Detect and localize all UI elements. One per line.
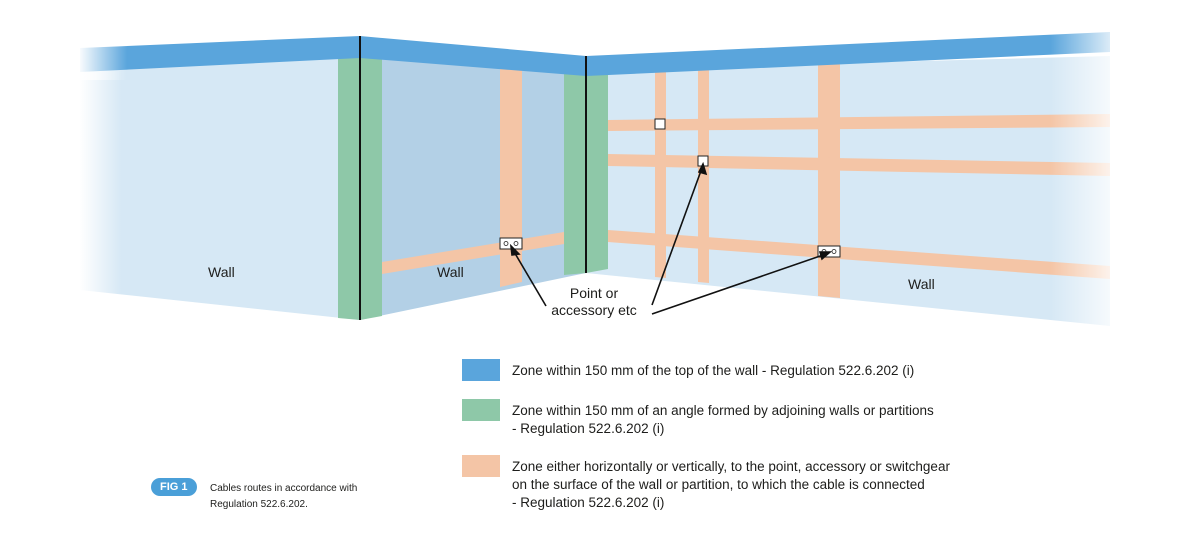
callout-leaders [509,161,833,315]
callout-line-1: Point or [569,285,619,301]
corner-zone-left-b [360,52,382,320]
wall-label-left: Wall [208,264,235,280]
route-zone-vertical-middle [500,64,522,287]
left-wall-fade [80,40,200,300]
figure-caption: Cables routes in accordance with Regulat… [210,483,358,510]
legend-text-corner-zone: Zone within 150 mm of an angle formed by… [512,403,934,436]
legend-text-route-zone: Zone either horizontally or vertically, … [512,459,950,510]
corner-zone-right-a [564,68,586,275]
corner-zone-right-b [586,70,608,273]
route-zone-vertical-right-1 [655,68,666,278]
middle-wall [360,52,586,320]
corner-zone-left-a [338,52,360,320]
legend-text-top-zone: Zone within 150 mm of the top of the wal… [512,363,915,378]
callout-label: Point or accessory etc [524,285,664,319]
wall-label-middle: Wall [437,264,464,280]
right-wall-fade [900,28,1115,338]
route-zone-vertical-right-3 [818,64,840,298]
legend-item-route-zone: Zone either horizontally or vertically, … [462,455,1072,512]
wall-label-right: Wall [908,276,935,292]
callout-line-2: accessory etc [551,302,637,318]
legend-swatch-green [462,399,500,421]
accessory-box-1 [654,118,666,130]
top-zone-left-fade [78,30,218,80]
top-zone-middle [360,36,586,76]
legend-swatch-blue [462,359,500,381]
legend-item-corner-zone: Zone within 150 mm of an angle formed by… [462,399,1072,438]
legend-item-top-zone: Zone within 150 mm of the top of the wal… [462,359,1072,381]
figure-badge: FIG 1 [151,478,197,496]
legend-swatch-orange [462,455,500,477]
